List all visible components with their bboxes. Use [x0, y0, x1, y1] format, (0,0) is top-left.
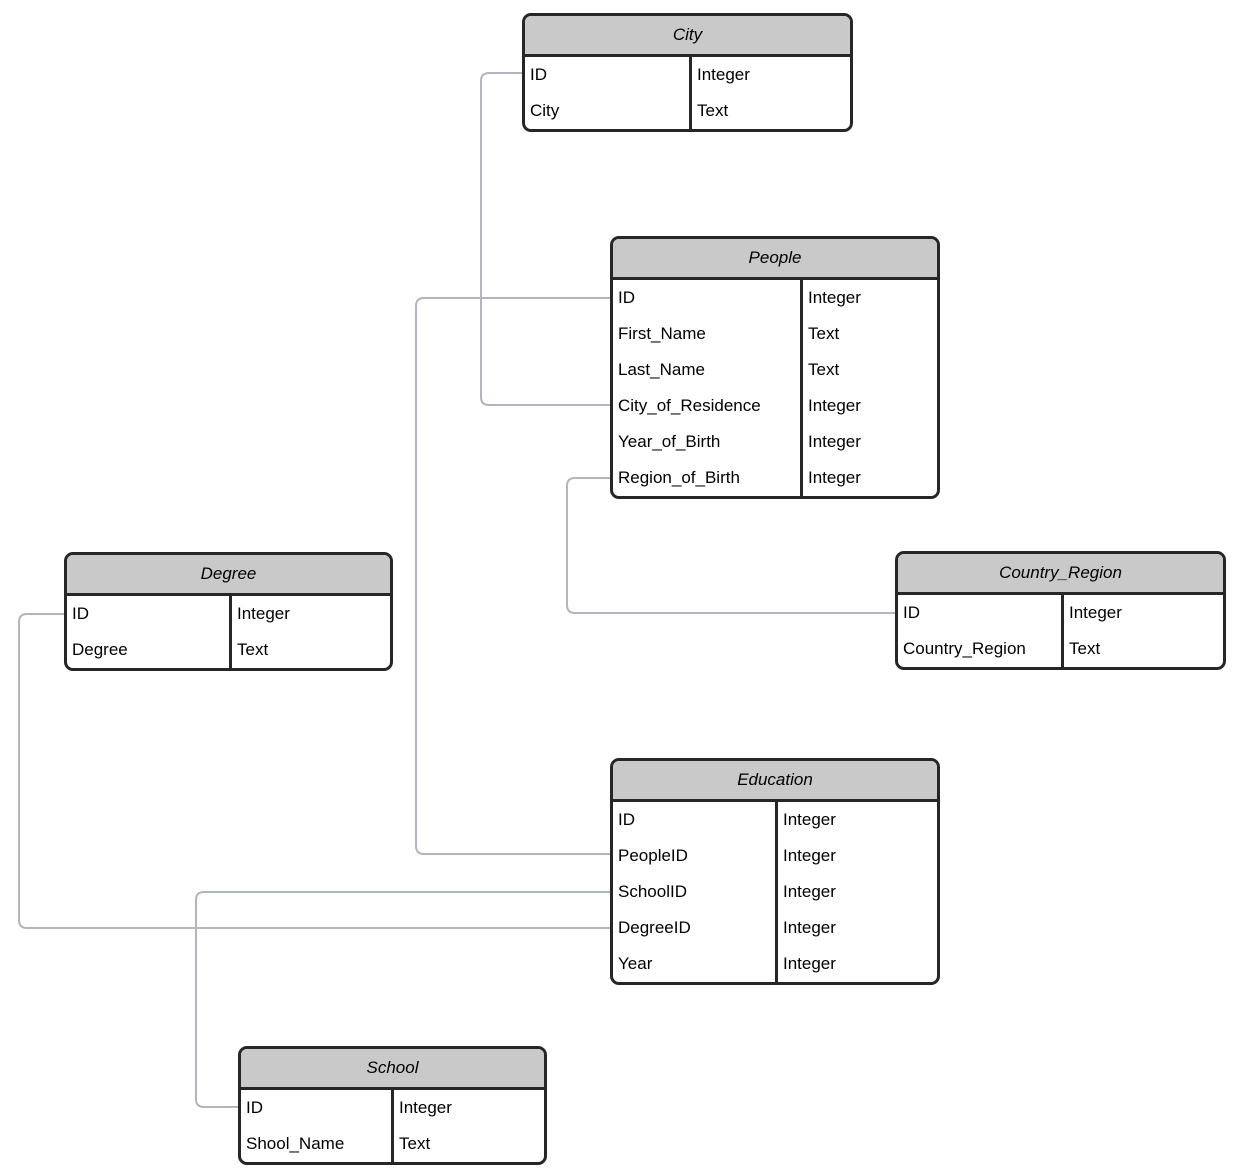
field-type: Integer — [399, 1098, 452, 1117]
table-row[interactable]: ID Integer — [525, 57, 850, 93]
table-row[interactable]: City Text — [525, 93, 850, 129]
entity-table-school[interactable]: School ID Integer Shool_Name Text — [238, 1046, 547, 1165]
table-row[interactable]: SchoolID Integer — [613, 874, 937, 910]
field-type: Text — [399, 1134, 431, 1153]
table-row[interactable]: Degree Text — [67, 632, 390, 668]
field-name: Year — [613, 946, 778, 982]
field-name: DegreeID — [613, 910, 778, 946]
connector-degree-id-to-education-degreeid[interactable] — [18, 613, 610, 929]
entity-table-city[interactable]: City ID Integer City Text — [522, 13, 853, 132]
entity-table-degree[interactable]: Degree ID Integer Degree Text — [64, 552, 393, 671]
field-name: City_of_Residence — [613, 388, 803, 424]
field-name: ID — [898, 595, 1064, 631]
entity-table-education[interactable]: Education ID Integer PeopleID Integer Sc… — [610, 758, 940, 985]
field-name: Region_of_Birth — [613, 460, 803, 496]
table-row[interactable]: First_Name Text — [613, 316, 937, 352]
table-row[interactable]: Year_of_Birth Integer — [613, 424, 937, 460]
field-type: Integer — [1069, 603, 1122, 622]
connector-education-schoolid-to-school-id[interactable] — [195, 891, 610, 1108]
field-name: City — [525, 93, 692, 129]
field-type: Integer — [783, 918, 836, 937]
field-name: Degree — [67, 632, 232, 668]
field-type: Text — [808, 324, 840, 343]
table-row[interactable]: ID Integer — [613, 280, 937, 316]
field-type: Integer — [783, 954, 836, 973]
table-title: Degree — [67, 555, 390, 596]
field-name: ID — [613, 802, 778, 838]
field-name: ID — [613, 280, 803, 316]
field-name: ID — [525, 57, 692, 93]
field-type: Integer — [808, 288, 861, 307]
field-type: Text — [237, 640, 269, 659]
table-row[interactable]: Country_Region Text — [898, 631, 1223, 667]
table-row[interactable]: ID Integer — [613, 802, 937, 838]
field-name: ID — [67, 596, 232, 632]
table-title: School — [241, 1049, 544, 1090]
field-type: Text — [808, 360, 840, 379]
table-title: Country_Region — [898, 554, 1223, 595]
connector-city-id-to-people-city-of-residence[interactable] — [480, 72, 610, 406]
field-name: Year_of_Birth — [613, 424, 803, 460]
field-type: Integer — [783, 846, 836, 865]
table-row[interactable]: Year Integer — [613, 946, 937, 982]
field-type: Integer — [783, 810, 836, 829]
entity-table-people[interactable]: People ID Integer First_Name Text Last_N… — [610, 236, 940, 499]
field-name: Last_Name — [613, 352, 803, 388]
table-row[interactable]: ID Integer — [67, 596, 390, 632]
table-row[interactable]: PeopleID Integer — [613, 838, 937, 874]
field-type: Integer — [808, 468, 861, 487]
table-title: City — [525, 16, 850, 57]
field-name: Shool_Name — [241, 1126, 394, 1162]
table-row[interactable]: ID Integer — [898, 595, 1223, 631]
field-type: Integer — [783, 882, 836, 901]
field-type: Integer — [808, 396, 861, 415]
field-type: Integer — [808, 432, 861, 451]
table-row[interactable]: DegreeID Integer — [613, 910, 937, 946]
field-type: Integer — [237, 604, 290, 623]
field-type: Integer — [697, 65, 750, 84]
table-row[interactable]: Shool_Name Text — [241, 1126, 544, 1162]
field-name: PeopleID — [613, 838, 778, 874]
table-row[interactable]: ID Integer — [241, 1090, 544, 1126]
table-title: People — [613, 239, 937, 280]
field-type: Text — [697, 101, 729, 120]
field-name: ID — [241, 1090, 394, 1126]
table-title: Education — [613, 761, 937, 802]
table-row[interactable]: Region_of_Birth Integer — [613, 460, 937, 496]
table-row[interactable]: City_of_Residence Integer — [613, 388, 937, 424]
field-name: Country_Region — [898, 631, 1064, 667]
connector-people-id-to-education-peopleid[interactable] — [415, 297, 610, 855]
field-name: SchoolID — [613, 874, 778, 910]
field-type: Text — [1069, 639, 1101, 658]
entity-table-country-region[interactable]: Country_Region ID Integer Country_Region… — [895, 551, 1226, 670]
table-row[interactable]: Last_Name Text — [613, 352, 937, 388]
field-name: First_Name — [613, 316, 803, 352]
connector-people-region-of-birth-to-country-region-id[interactable] — [566, 477, 895, 614]
